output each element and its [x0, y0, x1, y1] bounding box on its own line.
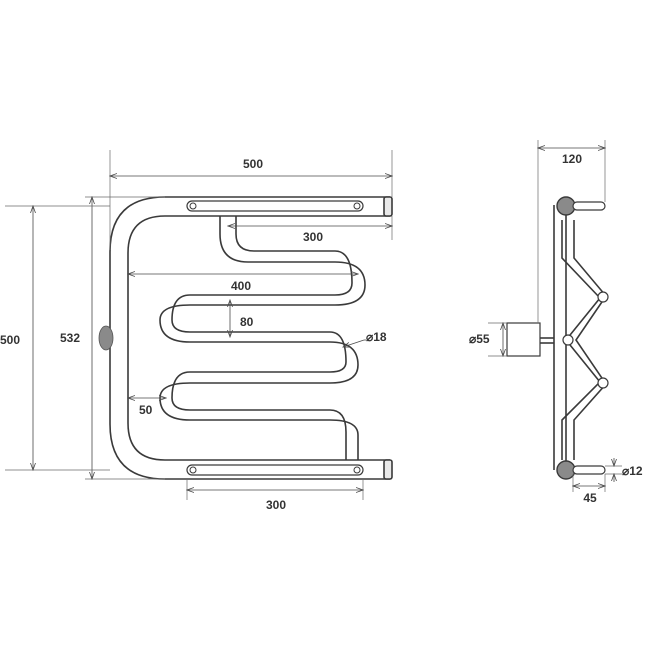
- bottom-end-cap: [383, 459, 393, 480]
- bottom-shelf-screw-right: [353, 466, 361, 474]
- dim-stub-diameter: ⌀12: [622, 464, 643, 478]
- dim-bottom-offset: 50: [139, 403, 153, 417]
- dim-top-bar-length: 300: [303, 230, 323, 244]
- front-view: [98, 196, 393, 480]
- front-dimensions: 500 300 400 80 ⌀18 50 300 532 500: [0, 150, 392, 512]
- serpentine-tube-outer: [159, 216, 366, 460]
- dim-height-outer: 532: [60, 331, 80, 345]
- side-bend-lower: [597, 377, 609, 389]
- side-bend-middle: [562, 334, 574, 346]
- dim-stub-length: 45: [583, 491, 597, 505]
- side-dimensions: 120 ⌀55 45 ⌀12: [469, 140, 643, 505]
- side-top-end: [556, 196, 576, 216]
- dim-pitch: 80: [240, 315, 254, 329]
- side-top-stub: [572, 201, 606, 211]
- side-view: [506, 196, 609, 480]
- dim-bottom-bar-length: 300: [266, 498, 286, 512]
- side-wall-flange: [506, 322, 541, 357]
- top-shelf-screw-right: [353, 202, 361, 210]
- wall-mount: [98, 325, 114, 351]
- serpentine-tube-inner: [171, 216, 353, 460]
- side-bottom-end: [556, 460, 576, 480]
- dim-height-inner: 500: [0, 333, 20, 347]
- dim-depth: 120: [562, 152, 582, 166]
- top-end-cap: [383, 196, 393, 217]
- frame-tube-outer: [109, 196, 390, 480]
- dim-flange-diameter: ⌀55: [469, 332, 490, 346]
- side-zigzag-tube-b: [573, 220, 608, 460]
- bottom-shelf-screw-left: [189, 466, 197, 474]
- frame-tube-inner: [127, 215, 390, 461]
- side-bottom-stub: [572, 465, 606, 475]
- dim-tube-diameter: ⌀18: [366, 330, 387, 344]
- dim-overall-width: 500: [243, 157, 263, 171]
- bottom-shelf-slot: [186, 464, 364, 476]
- top-shelf-slot: [186, 200, 364, 212]
- dim-inner-width: 400: [231, 279, 251, 293]
- top-shelf-screw-left: [189, 202, 197, 210]
- side-bend-upper: [597, 291, 609, 303]
